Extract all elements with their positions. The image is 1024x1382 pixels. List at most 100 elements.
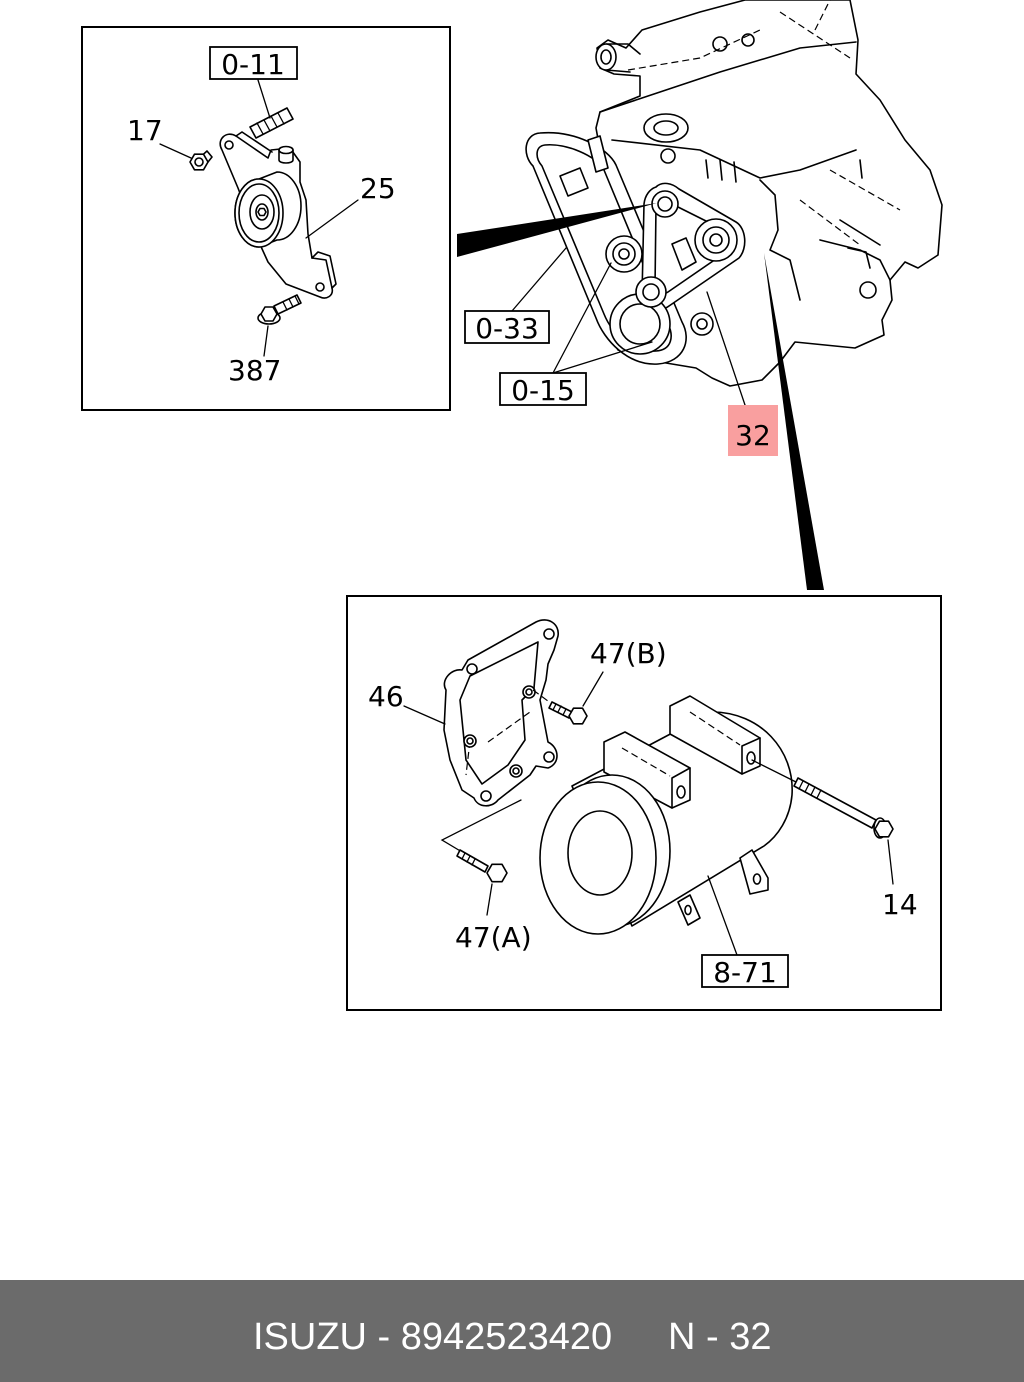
compressor-mount-hole	[746, 751, 756, 765]
callout-0-15: 0-15	[511, 374, 575, 407]
idler-pulley-bearing	[255, 203, 269, 221]
leader-0-33	[511, 247, 567, 312]
bracket-boss-bore	[466, 737, 474, 745]
leader-17	[159, 143, 192, 159]
belt-guide	[559, 167, 589, 197]
callout-box	[464, 310, 550, 344]
bolt-14-path	[751, 759, 797, 783]
pulley-hub	[618, 248, 630, 260]
compressor-mount-hole	[684, 904, 692, 916]
compressor-hidden-line	[689, 711, 741, 746]
engine-hidden-lines	[627, 0, 901, 246]
engine-side-detail	[759, 159, 891, 301]
engine-boss	[712, 36, 728, 52]
bracket-boss	[522, 685, 536, 699]
compressor-bracket-opening	[459, 641, 539, 785]
leader-0-15	[552, 262, 653, 374]
detail-frame-top-left	[81, 26, 451, 411]
axle-bolt-top	[278, 145, 294, 155]
flange-bolt-head	[260, 306, 278, 322]
leader-32	[706, 291, 746, 406]
leader-46	[403, 705, 446, 725]
hex-nut-side	[202, 150, 213, 163]
callout-14: 14	[882, 888, 918, 921]
callout-47b: 47(B)	[590, 637, 667, 670]
bracket-hole	[543, 751, 555, 763]
compressor-clutch-face	[539, 781, 657, 935]
callout-box	[701, 954, 789, 988]
bolt-a-threads	[461, 852, 476, 866]
pulley	[651, 190, 679, 218]
bolt-b-head	[568, 707, 588, 725]
crank-pulley-hub	[619, 303, 661, 345]
callout-387: 387	[228, 354, 281, 387]
bolt-b-threads	[552, 703, 567, 716]
leader-8-71	[707, 875, 738, 956]
compressor-mount-lug-face	[671, 767, 691, 809]
compressor-detail	[346, 595, 942, 1011]
compressor-mount-lug	[739, 849, 769, 895]
stud-threads	[256, 112, 285, 135]
compressor-mount-lug-face	[741, 737, 761, 775]
callout-8-71: 8-71	[713, 956, 777, 989]
callout-47a: 47(A)	[455, 921, 532, 954]
leader-25	[305, 199, 359, 239]
callout-highlight	[728, 405, 778, 456]
bolt-14-head	[874, 820, 894, 838]
compressor-mount-hole	[752, 873, 762, 885]
bolt-a-head	[486, 863, 508, 883]
compressor-mount-lug	[669, 695, 761, 775]
bolt-a-shank	[456, 849, 489, 873]
engine-assembly	[511, 0, 943, 406]
bracket-boss-bore	[512, 767, 520, 775]
bolt-14-threads	[798, 780, 822, 799]
compressor-mount-lug	[677, 894, 701, 926]
pulley-hub	[702, 226, 730, 254]
idler-pulley-detail	[81, 26, 451, 411]
callout-box	[209, 46, 298, 80]
idler-pulley-rim	[238, 183, 280, 243]
oil-filler-cap	[643, 113, 689, 143]
hex-nut	[189, 153, 209, 171]
cylinder-head-edge	[611, 139, 857, 179]
bolt-b-path	[532, 689, 553, 705]
engine-boss	[660, 148, 676, 164]
detail-pointer-bottom	[764, 253, 824, 590]
bracket-boss	[463, 734, 477, 748]
callout-46: 46	[368, 680, 404, 713]
flange-bolt-threads	[282, 295, 300, 311]
pulley-hub	[657, 196, 673, 212]
bolt-14-shank	[793, 777, 877, 829]
compressor-mount-lug	[603, 731, 691, 809]
callout-labels: 0-11 17 25 387 0-33 0-15 32 47(B) 46 14 …	[127, 46, 918, 989]
leader-47a	[486, 883, 493, 916]
callout-0-33: 0-33	[475, 312, 539, 345]
footer-bar: ISUZU - 8942523420 N - 32	[0, 1280, 1024, 1382]
leader-0-11	[257, 79, 271, 119]
leader-387	[263, 325, 269, 357]
bracket-hole	[480, 790, 492, 802]
pulley	[605, 235, 643, 273]
engine-boss	[859, 281, 877, 299]
footer-page: N - 32	[668, 1316, 772, 1358]
leader-47b	[582, 671, 604, 707]
oil-filler-cap-inner	[653, 120, 679, 136]
callout-0-11: 0-11	[221, 48, 285, 81]
idler-bracket-edge	[235, 131, 337, 289]
valve-cover-edge	[599, 41, 857, 113]
bolt-a-path	[440, 799, 522, 853]
belt-guide	[587, 135, 609, 173]
compressor-bracket	[443, 619, 559, 807]
pulley	[690, 312, 714, 336]
pulley-hub	[709, 233, 723, 247]
pulley-hub	[612, 242, 636, 266]
tensioner-block	[671, 237, 697, 271]
idler-pulley-nut	[257, 207, 267, 217]
bracket-hole	[466, 663, 478, 675]
detail-pointer-top	[457, 203, 657, 257]
footer-title: ISUZU - 8942523420	[253, 1316, 613, 1358]
pulley-hub	[696, 318, 708, 330]
callout-32: 32	[735, 419, 771, 452]
pulley	[635, 276, 667, 308]
thermostat-outlet	[605, 43, 641, 73]
